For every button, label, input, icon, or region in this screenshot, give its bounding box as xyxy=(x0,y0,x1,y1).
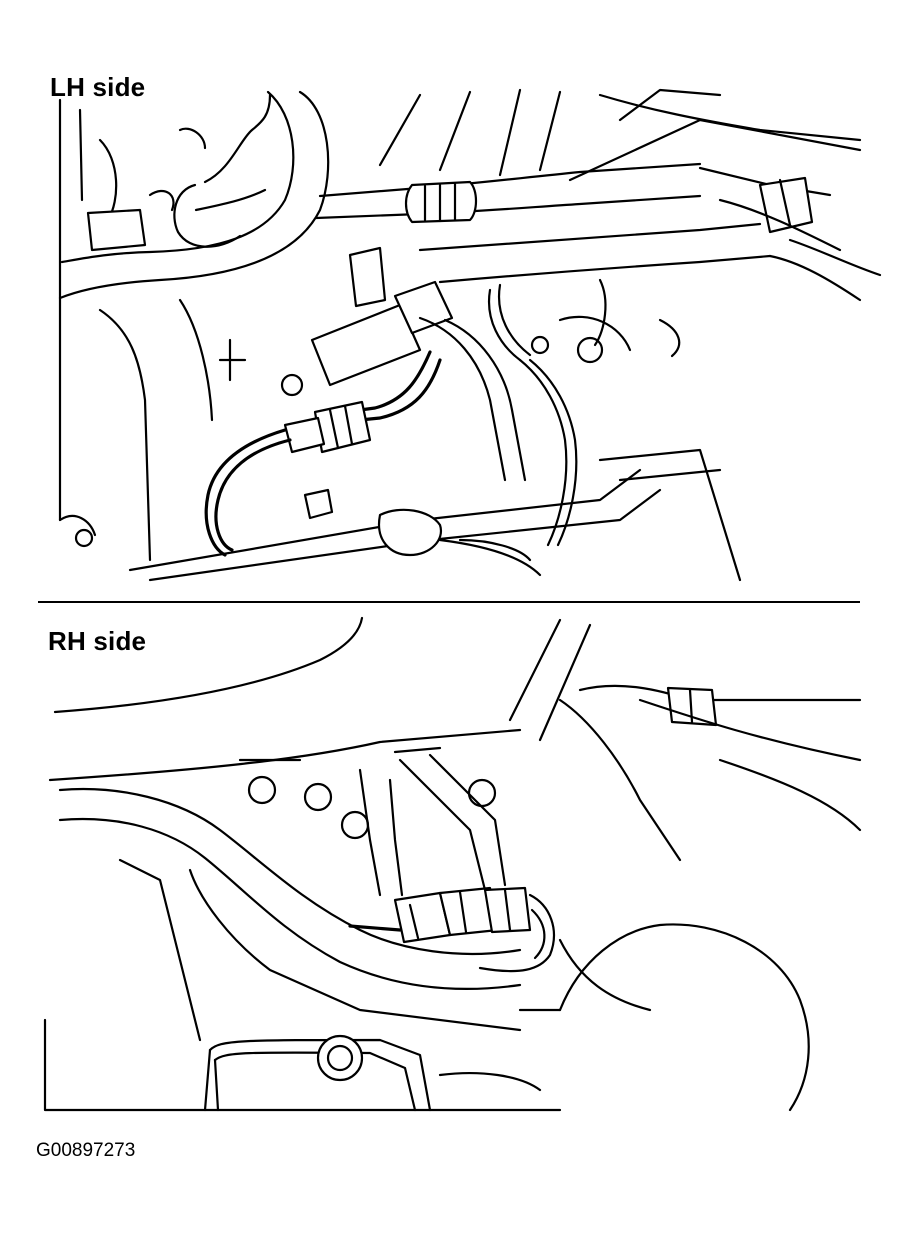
lh-side-label: LH side xyxy=(50,72,146,102)
figure-id: G00897273 xyxy=(36,1140,136,1161)
lh-side-engine-illustration xyxy=(58,88,882,582)
panel-divider xyxy=(38,601,860,603)
rh-side-label: RH side xyxy=(48,626,147,656)
